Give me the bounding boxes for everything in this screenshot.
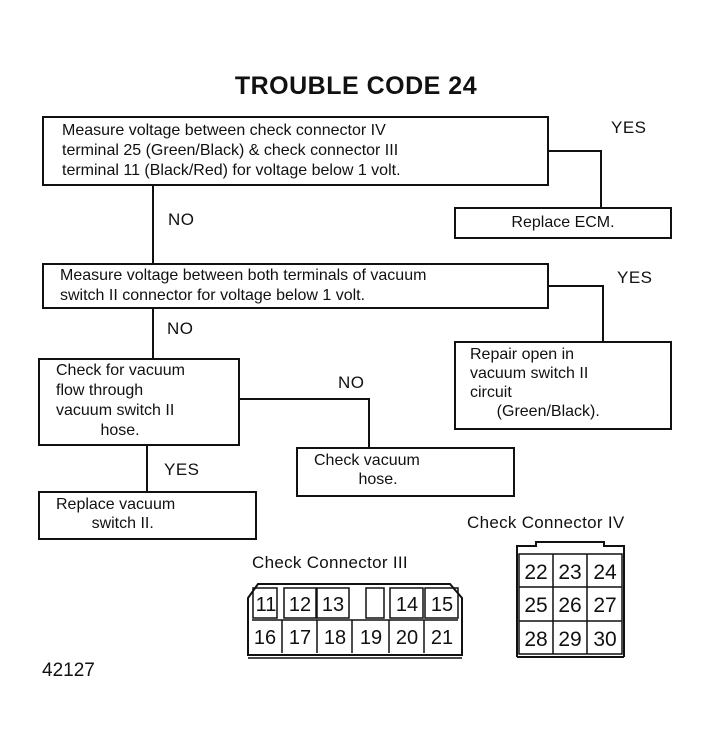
connector-iv-grid bbox=[518, 553, 623, 655]
pin-29: 29 bbox=[558, 628, 581, 651]
cell-top bbox=[283, 587, 317, 619]
no-label-3: NO bbox=[338, 373, 365, 392]
pin-16: 16 bbox=[254, 627, 276, 649]
connector-line bbox=[549, 285, 603, 287]
result-replace-ecm-text: Replace ECM. bbox=[511, 214, 615, 231]
pin-13: 13 bbox=[322, 594, 344, 616]
connector-line bbox=[146, 446, 148, 492]
step-measure-voltage-connectors-text: Measure voltage between check connector … bbox=[62, 122, 401, 179]
connector-iii-diagram: 11 12 13 14 15 16 17 18 19 20 21 bbox=[247, 583, 463, 659]
pin-21: 21 bbox=[431, 627, 453, 649]
pin-30: 30 bbox=[593, 628, 616, 651]
diagram-title: TROUBLE CODE 24 bbox=[234, 72, 478, 100]
pin-12: 12 bbox=[289, 594, 311, 616]
step-measure-voltage-vacuum-switch: Measure voltage between both terminals o… bbox=[42, 263, 549, 309]
result-repair-open-circuit: Repair open in vacuum switch II circuit … bbox=[454, 341, 672, 430]
step-measure-voltage-connectors: Measure voltage between check connector … bbox=[42, 116, 549, 186]
result-check-vacuum-hose-text: Check vacuum hose. bbox=[314, 452, 420, 488]
step-check-vacuum-flow-text: Check for vacuum flow through vacuum swi… bbox=[56, 362, 185, 439]
cell-top bbox=[424, 587, 459, 619]
cell-top-empty bbox=[365, 587, 385, 619]
result-replace-vacuum-switch-text: Replace vacuum switch II. bbox=[56, 496, 176, 532]
connector-iii-housing bbox=[247, 583, 463, 656]
cell-top bbox=[316, 587, 350, 619]
pin-22: 22 bbox=[524, 561, 547, 584]
yes-label-3: YES bbox=[164, 460, 200, 479]
pin-28: 28 bbox=[524, 628, 547, 651]
connector-line bbox=[549, 150, 602, 152]
pin-24: 24 bbox=[593, 561, 617, 584]
cell-top bbox=[389, 587, 424, 619]
connector-line bbox=[152, 186, 154, 264]
pin-14: 14 bbox=[396, 594, 418, 616]
result-replace-vacuum-switch: Replace vacuum switch II. bbox=[38, 491, 257, 540]
connector-iii-title: Check Connector III bbox=[252, 553, 408, 572]
figure-number: 42127 bbox=[42, 660, 95, 681]
connector-iv-title: Check Connector IV bbox=[467, 513, 625, 532]
pin-11: 11 bbox=[256, 594, 277, 616]
connector-line bbox=[240, 398, 370, 400]
cell-top bbox=[252, 587, 278, 619]
pin-25: 25 bbox=[524, 594, 547, 617]
result-replace-ecm: Replace ECM. bbox=[454, 207, 672, 239]
step-measure-voltage-vacuum-switch-text: Measure voltage between both terminals o… bbox=[60, 267, 427, 304]
step-check-vacuum-flow: Check for vacuum flow through vacuum swi… bbox=[38, 358, 240, 446]
pin-15: 15 bbox=[431, 594, 453, 616]
pin-20: 20 bbox=[396, 627, 418, 649]
pin-27: 27 bbox=[593, 594, 616, 617]
connector-line bbox=[600, 150, 602, 208]
connector-iv-housing bbox=[516, 541, 625, 657]
yes-label-1: YES bbox=[611, 118, 647, 137]
result-repair-open-circuit-text: Repair open in vacuum switch II circuit … bbox=[470, 346, 600, 420]
yes-label-2: YES bbox=[617, 268, 653, 287]
connector-line bbox=[602, 285, 604, 342]
connector-line bbox=[368, 398, 370, 448]
result-check-vacuum-hose: Check vacuum hose. bbox=[296, 447, 515, 497]
pin-26: 26 bbox=[558, 594, 581, 617]
pin-18: 18 bbox=[324, 627, 346, 649]
pin-23: 23 bbox=[558, 561, 581, 584]
pin-17: 17 bbox=[289, 627, 311, 649]
no-label-1: NO bbox=[168, 210, 195, 229]
connector-line bbox=[152, 309, 154, 359]
connector-iv-diagram: 22 23 24 25 26 27 28 29 30 bbox=[516, 541, 625, 658]
pin-19: 19 bbox=[360, 627, 382, 649]
no-label-2: NO bbox=[167, 319, 194, 338]
